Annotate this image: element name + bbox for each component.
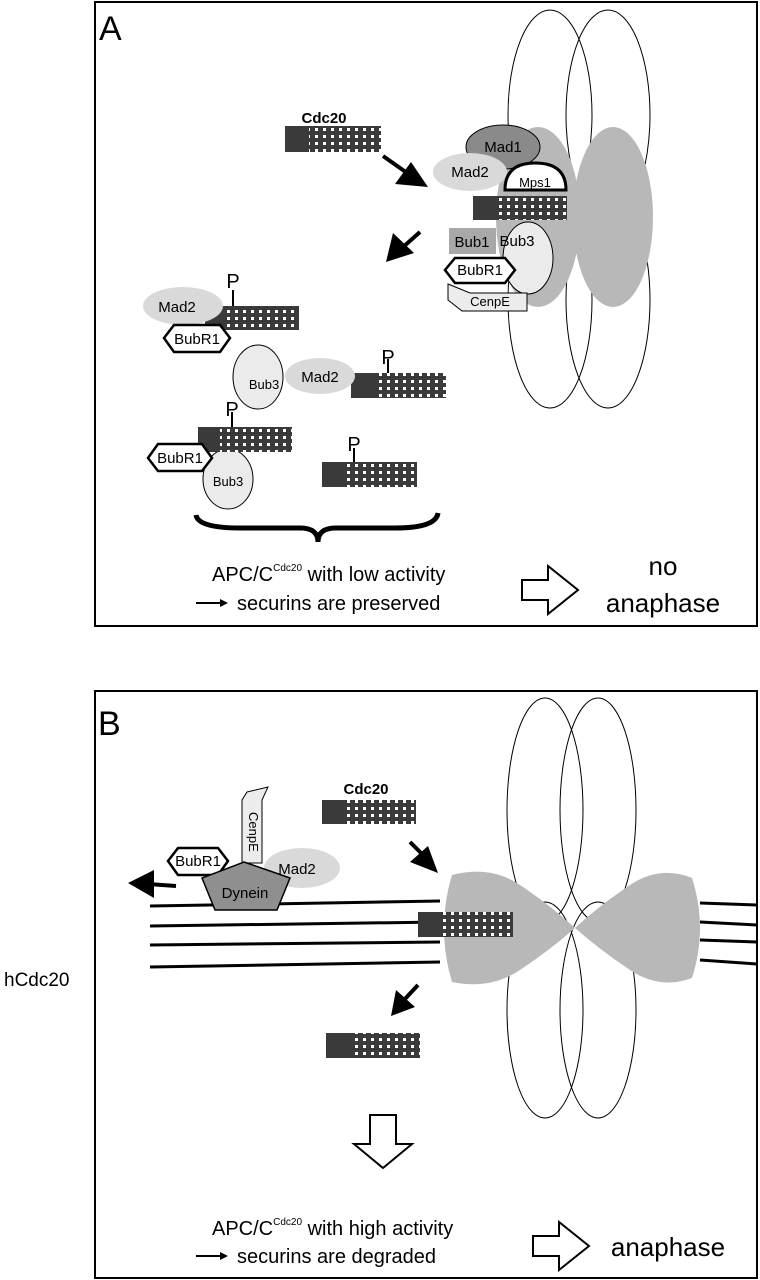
bubr1-hexagon-kinetochore: [443, 256, 517, 285]
panel-a-letter: A: [99, 10, 122, 48]
mad2-label-2: Mad2: [301, 369, 339, 386]
bubr1-label-1: BubR1: [174, 331, 220, 348]
mad2-cdc20-complex: P Mad2: [285, 347, 446, 398]
cdc20-kinetochore-b: [418, 912, 513, 937]
bubr1-bub3-cdc20-complex: Bub3 P BubR1: [146, 399, 292, 510]
bubr1-label-kinetochore: BubR1: [457, 262, 503, 279]
bubr1-hexagon-1: [162, 323, 232, 354]
mad2-blob-1: [143, 287, 223, 325]
bubr1-label-b: BubR1: [175, 853, 221, 870]
mcc-complex-1: Bub3 P Mad2 BubR1: [143, 271, 299, 410]
cdc20-label-a: Cdc20: [301, 110, 346, 127]
apc-label-b: APC/CCdc20 with high activity: [212, 1217, 453, 1240]
panel-b: B Cdc20: [94, 690, 758, 1279]
outcome-a-line2: anaphase: [606, 588, 720, 618]
panel-a-frame: [94, 1, 758, 627]
cdc20-free-b: [322, 800, 416, 824]
dynein-pentagon: [201, 861, 291, 911]
phospho-label-2: P: [381, 347, 394, 369]
mps1-shape: [503, 161, 568, 192]
down-arrow-b: [351, 1114, 415, 1170]
panel-a: A Mad1 Mad2 Mps1 Bub3 Bub1 BubR1 Cen: [94, 1, 758, 627]
cdc20-free-a: [285, 126, 381, 152]
outcome-a-line1: no: [649, 551, 678, 581]
side-label: hCdc20: [4, 970, 70, 991]
cdc20-label-b: Cdc20: [343, 781, 388, 798]
phospho-label-3: P: [225, 399, 238, 421]
arrowhead-from-kinetochore-a: [386, 233, 414, 262]
phospho-cdc20-alone: P: [322, 434, 417, 487]
microtubules: [149, 899, 758, 969]
cenpe-shape-kinetochore: [447, 283, 528, 312]
cenpe-shape-b: [241, 786, 269, 864]
arrowhead-poleward: [128, 870, 154, 898]
bub3-label-1: Bub3: [249, 377, 279, 392]
cenpe-label-kinetochore: CenpE: [470, 294, 510, 309]
dynein-complex: CenpE Mad2 BubR1 Dynein: [166, 786, 340, 911]
dynein-label: Dynein: [222, 885, 269, 902]
bub3-label-3: Bub3: [213, 474, 243, 489]
kinetochore-bowtie: [444, 871, 700, 985]
securins-text-a: securins are preserved: [237, 593, 440, 615]
outcome-arrow-b: [532, 1219, 591, 1273]
mad2-label-1: Mad2: [158, 299, 196, 316]
bub3-label-kinetochore: Bub3: [499, 233, 534, 250]
arrowhead-to-kinetochore-b: [410, 846, 438, 873]
bub3-blob-1: [232, 344, 284, 410]
cdc20-kinetochore-a: [473, 196, 567, 220]
securins-text-b: securins are degraded: [237, 1246, 436, 1268]
mad2-blob-kinetochore: [433, 153, 507, 191]
outcome-b: anaphase: [611, 1232, 725, 1262]
grouping-brace: [193, 512, 441, 543]
phospho-label-4: P: [347, 434, 360, 456]
cdc20-released-b: [326, 1033, 420, 1058]
apc-label-a: APC/CCdc20 with low activity: [212, 563, 445, 586]
mad2-label-kinetochore: Mad2: [451, 164, 489, 181]
arrowhead-to-kinetochore-a: [395, 162, 428, 187]
cenpe-label-b: CenpE: [246, 812, 261, 852]
outcome-arrow-a: [521, 563, 580, 617]
bubr1-label-3: BubR1: [157, 450, 203, 467]
arrowhead-from-kinetochore-b: [391, 990, 415, 1016]
phospho-label-1: P: [226, 271, 239, 293]
arrow-from-kinetochore-b: [402, 983, 420, 1002]
bub1-box: [449, 228, 496, 254]
bubr1-hexagon-3: [146, 442, 214, 473]
panel-b-letter: B: [98, 705, 121, 743]
mad2-label-b: Mad2: [278, 861, 316, 878]
panel-b-frame: [94, 690, 758, 1279]
bub1-label: Bub1: [454, 234, 489, 251]
mad1-label: Mad1: [484, 139, 522, 156]
kinetochore-outer: [573, 127, 653, 307]
mps1-label: Mps1: [519, 175, 551, 190]
mad2-blob-2: [285, 358, 355, 394]
